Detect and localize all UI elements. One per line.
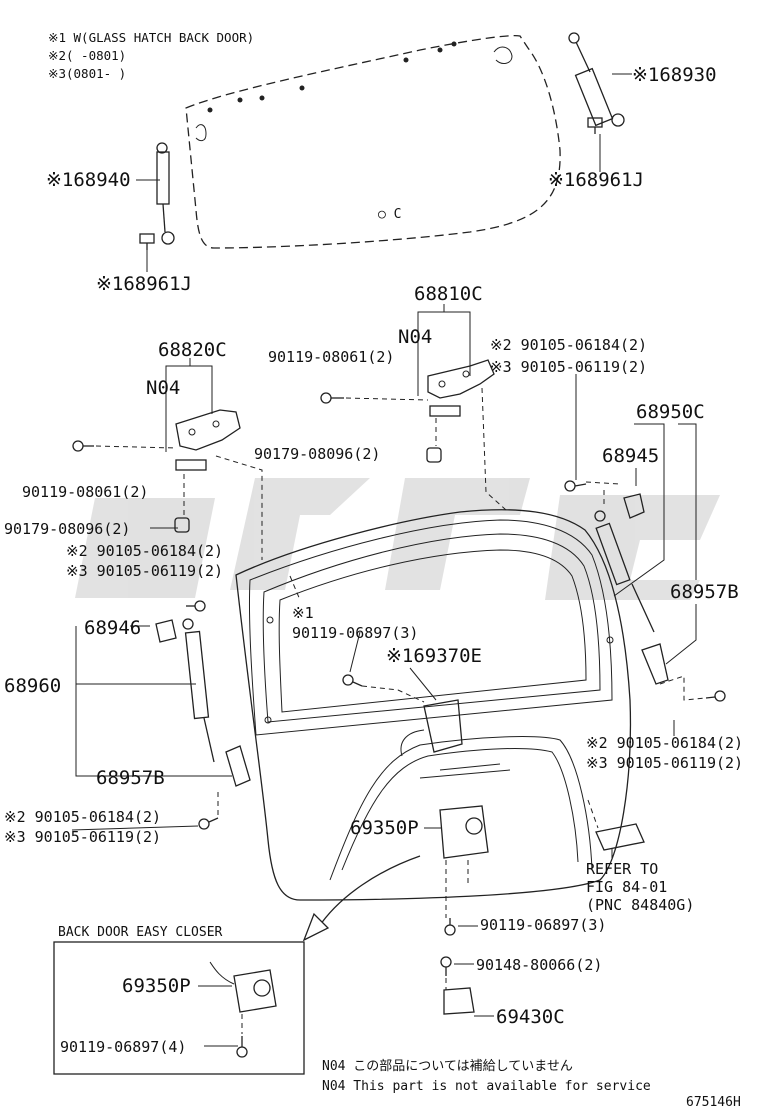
label-68961j-right: ※168961J — [548, 169, 644, 191]
note-1: ※1 W(GLASS HATCH BACK DOOR) — [48, 30, 254, 45]
label-90105-r2-mid: ※2 90105-06184(2) — [586, 734, 743, 752]
bolt-90119-08061-left — [72, 440, 94, 452]
label-90119-08061-left: 90119-08061(2) — [22, 483, 148, 501]
label-refer-3: (PNC 84840G) — [586, 896, 694, 914]
inset-label-69350p: 69350P — [122, 975, 191, 997]
label-68957b-left: 68957B — [96, 767, 165, 789]
inset-label-90119-06897-4: 90119-06897(4) — [60, 1038, 186, 1056]
label-90105-r2-top: ※2 90105-06184(2) — [490, 336, 647, 354]
label-90105-r3-top: ※3 90105-06119(2) — [490, 358, 647, 376]
footnote-en: N04 This part is not available for servi… — [322, 1079, 651, 1094]
inset-title: BACK DOOR EASY CLOSER — [58, 925, 223, 940]
bracket-68946 — [155, 619, 177, 643]
reference-code: 675146H — [686, 1095, 741, 1110]
gas-strut-68950c — [594, 510, 655, 633]
label-68940: ※168940 — [46, 169, 131, 191]
label-68950c: 68950C — [636, 401, 705, 423]
svg-text:○ C: ○ C — [378, 207, 401, 222]
label-90119-06897-bot: 90119-06897(3) — [480, 916, 606, 934]
bracket-68945 — [623, 493, 645, 519]
bolt-90105-right-mid — [705, 690, 726, 702]
label-90105-l3-bot: ※3 90105-06119(2) — [4, 828, 161, 846]
gas-strut-68960 — [182, 618, 215, 763]
label-68820c: 68820C — [158, 339, 227, 361]
label-68945: 68945 — [602, 445, 659, 467]
label-refer-1: REFER TO — [586, 860, 658, 878]
label-90105-l3: ※3 90105-06119(2) — [66, 562, 223, 580]
label-68961j-left: ※168961J — [96, 273, 192, 295]
label-90179-08096-left: 90179-08096(2) — [4, 520, 130, 538]
switch-refer-84840g — [595, 823, 645, 851]
footnote-jp: N04 この部品については補給していません — [322, 1059, 573, 1074]
bolt-90105-right-top — [564, 480, 587, 492]
bolt-90119-06897-bottom — [444, 918, 456, 936]
label-refer-2: FIG 84-01 — [586, 878, 667, 896]
back-door-outline — [235, 509, 632, 901]
label-69350p: 69350P — [350, 817, 419, 839]
bracket-68957b-left — [225, 745, 251, 787]
label-68930: ※168930 — [632, 64, 717, 86]
gas-strut-68930 — [568, 32, 625, 127]
bolt-90105-left-bot — [198, 817, 219, 830]
stud-68961j-right — [587, 117, 603, 134]
bolt-90119-06897-top — [342, 674, 363, 687]
note-3: ※3(0801- ) — [48, 66, 126, 81]
gas-strut-68940 — [156, 142, 175, 245]
label-90119-06897-top-mark: ※1 — [292, 604, 314, 622]
label-n04-right: N04 — [398, 326, 432, 348]
bolt-90105-left-top — [186, 600, 206, 612]
nut-90179-08096-left — [174, 517, 190, 533]
striker-69430c — [443, 987, 475, 1015]
dashed-connectors — [95, 387, 707, 990]
label-90119-06897-top: 90119-06897(3) — [292, 624, 418, 642]
hinge-68810c — [427, 359, 495, 417]
leader-lines — [71, 73, 697, 1017]
arrow-to-inset — [302, 855, 421, 942]
inset-bolt-90119-06897 — [236, 1036, 248, 1058]
inset-easy-closer: BACK DOOR EASY CLOSER 69350P 90119-06897… — [53, 925, 305, 1075]
label-n04-left: N04 — [146, 377, 180, 399]
label-90148-80066: 90148-80066(2) — [476, 956, 602, 974]
label-68960: 68960 — [4, 675, 61, 697]
note-2: ※2( -0801) — [48, 48, 126, 63]
screw-90148-80066 — [440, 956, 452, 976]
label-90179-08096-right: 90179-08096(2) — [254, 445, 380, 463]
bracket-68957b-right — [641, 643, 669, 685]
bolt-90119-08061-right — [320, 392, 344, 404]
label-90105-r3-mid: ※3 90105-06119(2) — [586, 754, 743, 772]
label-90105-l2: ※2 90105-06184(2) — [66, 542, 223, 560]
label-90105-l2-bot: ※2 90105-06184(2) — [4, 808, 161, 826]
label-90119-08061-right: 90119-08061(2) — [268, 348, 394, 366]
label-69430c: 69430C — [496, 1006, 565, 1028]
label-68946: 68946 — [84, 617, 141, 639]
label-69370e: ※169370E — [386, 645, 482, 667]
glass-hatch-outline: ○ C — [185, 34, 561, 249]
module-69370e — [400, 699, 463, 757]
lock-69350p — [439, 805, 489, 859]
label-68810c: 68810C — [414, 283, 483, 305]
inset-lock-69350p — [209, 961, 277, 1013]
stud-68961j-left — [139, 233, 155, 250]
nut-90179-08096-right — [426, 447, 442, 463]
hinge-68820c — [175, 409, 241, 471]
label-68957b-right: 68957B — [670, 581, 739, 603]
